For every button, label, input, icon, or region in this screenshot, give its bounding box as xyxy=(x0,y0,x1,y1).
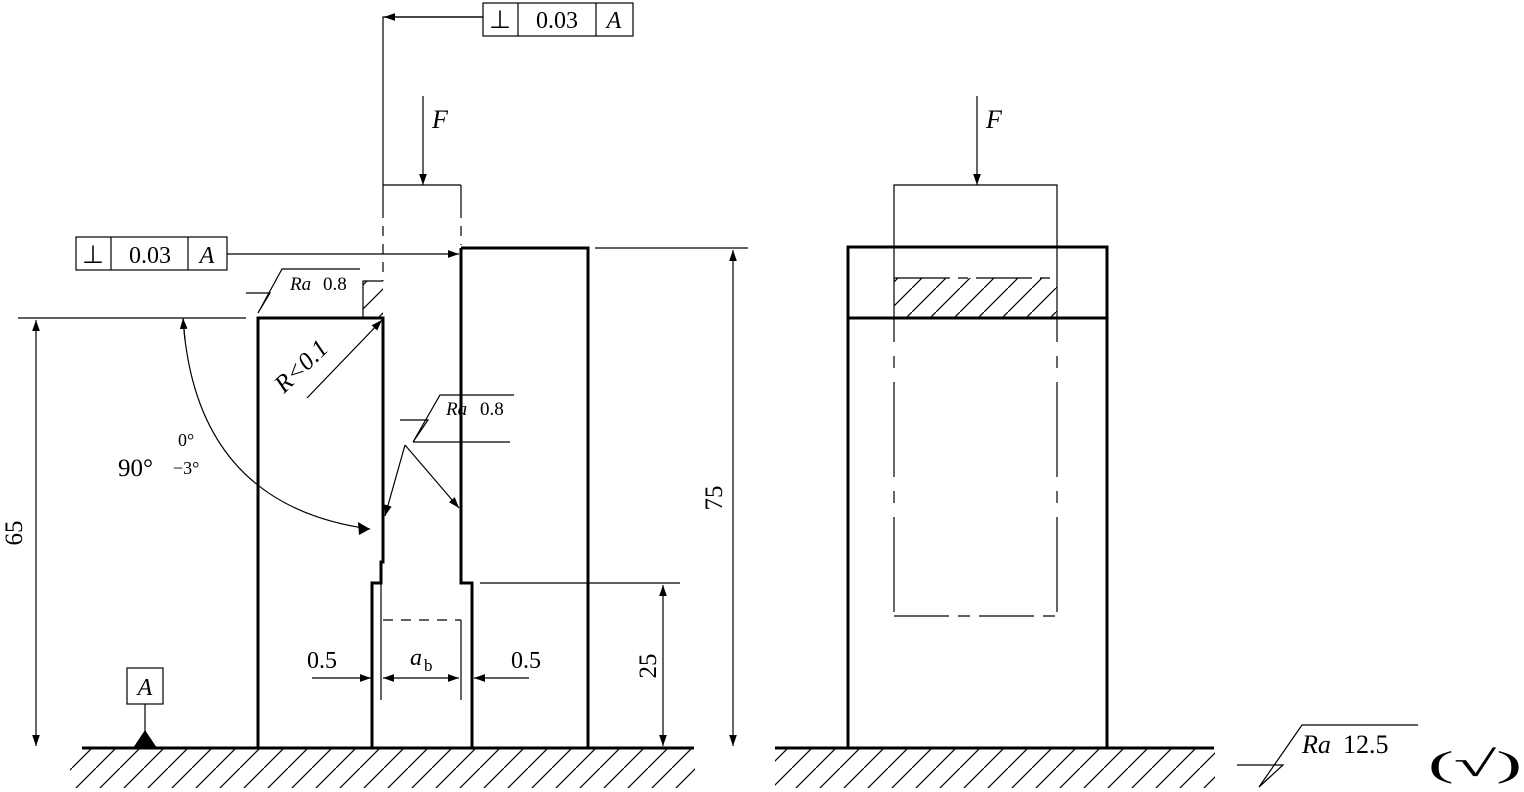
radius-callout: R<0.1 xyxy=(269,319,383,399)
dimension-65: 65 xyxy=(1,317,246,746)
right-block xyxy=(459,246,590,748)
gap-dimensions: 0.5 0.5 a b xyxy=(307,583,541,700)
angle-upper-tolerance: 0° xyxy=(178,430,194,450)
perpendicularity-symbol-left: ⊥ xyxy=(82,242,104,269)
section-hatch xyxy=(894,278,1057,318)
dim-gap-center-sub: b xyxy=(424,656,433,675)
tolerance-value-left: 0.03 xyxy=(129,243,171,269)
edge-notch xyxy=(362,280,383,318)
force-arrow-right: F xyxy=(973,96,1003,185)
general-roughness-value: 12.5 xyxy=(1343,730,1389,759)
punch-outline xyxy=(382,184,462,621)
dim-gap-center: a xyxy=(410,645,422,671)
side-view: F xyxy=(775,96,1215,788)
front-view: F ⊥ 0.03 A ⊥ 0.03 A Ra 0.8 xyxy=(1,2,748,788)
left-block xyxy=(256,316,385,748)
radius-label: R<0.1 xyxy=(269,335,334,399)
force-label-left: F xyxy=(431,105,449,134)
tolerance-value-top: 0.03 xyxy=(536,8,578,34)
tolerance-frame-top: ⊥ 0.03 A xyxy=(382,2,634,185)
angle-lower-tolerance: −3° xyxy=(173,458,199,478)
dim-gap-right: 0.5 xyxy=(511,648,541,674)
tolerance-frame-left: ⊥ 0.03 A xyxy=(75,236,459,271)
other-surfaces-mark: (√) xyxy=(1428,744,1522,784)
roughness-top-prefix: Ra xyxy=(289,274,311,295)
datum-symbol: A xyxy=(126,667,164,748)
ground-right xyxy=(775,746,1215,788)
dim-height-slot: 25 xyxy=(635,654,662,679)
ground-left xyxy=(70,746,695,788)
roughness-slot-value: 0.8 xyxy=(480,399,504,420)
roughness-symbol-top: Ra 0.8 xyxy=(246,268,360,314)
specimen-side xyxy=(846,245,1109,750)
general-roughness: Ra 12.5 (√) xyxy=(1237,724,1522,788)
roughness-top-value: 0.8 xyxy=(323,274,347,295)
dim-gap-left: 0.5 xyxy=(307,648,337,674)
dim-height-left: 65 xyxy=(1,521,28,546)
roughness-symbol-slot: Ra 0.8 xyxy=(384,394,514,517)
datum-label: A xyxy=(136,675,153,701)
force-label-right: F xyxy=(985,105,1003,134)
dim-height-right: 75 xyxy=(701,486,728,511)
roughness-slot-prefix: Ra xyxy=(445,399,467,420)
angle-dimension: 90° 0° −3° xyxy=(118,317,371,535)
punch-outline-right xyxy=(893,184,1058,617)
angle-base: 90° xyxy=(118,455,153,482)
general-roughness-prefix: Ra xyxy=(1301,730,1331,759)
dimension-75: 75 xyxy=(595,247,748,746)
force-arrow-left: F xyxy=(419,96,449,185)
perpendicularity-symbol-top: ⊥ xyxy=(489,7,511,34)
datum-ref-left: A xyxy=(198,243,215,269)
dimension-25: 25 xyxy=(480,582,680,746)
datum-ref-top: A xyxy=(605,8,622,34)
